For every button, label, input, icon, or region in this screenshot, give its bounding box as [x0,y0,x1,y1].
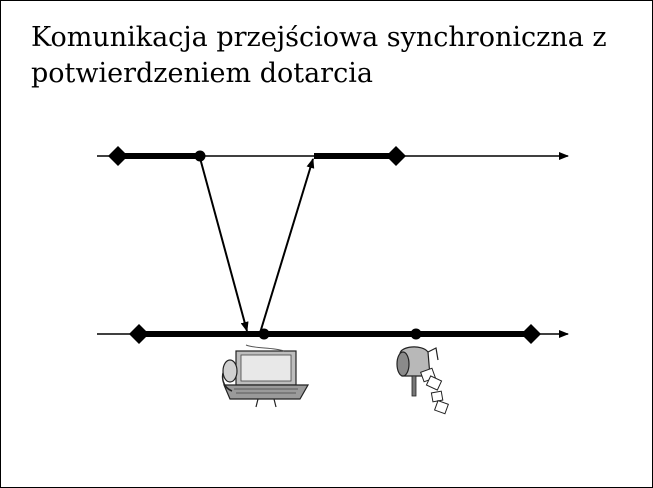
message-arrow [199,157,249,332]
title-line-2: potwierdzeniem dotarcia [31,58,373,89]
sender-start-diamond [108,146,128,166]
sender-end-diamond [386,146,406,166]
slide-title: Komunikacja przejściowa synchroniczna z … [31,20,631,92]
receiver-end-diamond [521,324,541,344]
sender-send-point [194,150,206,162]
acknowledgement-arrow [259,158,315,334]
computer-icon [221,344,310,408]
receiver-start-diamond [129,324,149,344]
mailbox-icon [396,346,449,415]
title-line-1: Komunikacja przejściowa synchroniczna z [31,22,607,53]
receiver-delivery-point [410,328,422,340]
sender-timeline [97,146,569,166]
receiver-timeline [97,324,569,344]
